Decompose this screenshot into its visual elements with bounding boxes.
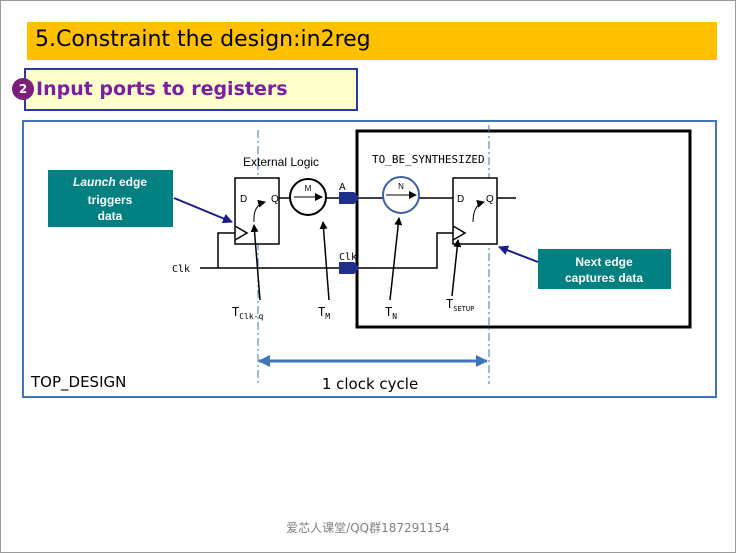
slide-title: 5.Constraint the design:in2reg [35,27,371,52]
t-setup-label: TSETUP [446,297,474,313]
launch-callout-line1: Launch edge [73,175,147,189]
footer-watermark: 爱芯人课堂/QQ群187291154 [286,521,450,535]
internal-ff-d-label: D [457,194,464,205]
top-design-label: TOP_DESIGN [30,373,126,392]
next-edge-callout-pointer [498,245,539,263]
launch-callout-box [48,170,173,227]
input-port-clk [339,262,360,274]
internal-ff-clock-triangle [452,225,467,241]
internal-ff-q-label: Q [486,194,494,205]
t-m-pointer [319,221,330,301]
next-edge-callout-box [538,249,671,289]
external-ff-q-label: Q [271,194,279,205]
wire-clk-to-internal-ff [359,232,453,269]
to-be-synthesized-block [355,129,692,329]
wire-clk-to-external-ff [217,232,235,268]
launch-callout-line3: data [98,209,123,223]
clk-input-label: Clk [172,264,190,275]
t-m-label: TM [318,305,330,321]
top-design-frame [22,120,717,398]
slide-subtitle: Input ports to registers [36,78,288,100]
launch-callout-pointer [173,197,233,224]
external-flip-flop [234,177,280,245]
input-port-a [339,192,360,204]
t-n-pointer [389,217,403,301]
section-number-badge: 2 [12,78,34,100]
t-clkq-pointer [250,224,261,301]
external-ff-clock-triangle [234,225,249,241]
internal-ff-internal-arrow [472,199,485,223]
logic-n-label: N [398,182,404,191]
clock-cycle-label: 1 clock cycle [322,375,418,393]
to-be-synthesized-label: TO_BE_SYNTHESIZED [372,153,485,166]
launch-callout-line2: triggers [88,193,133,207]
t-setup-pointer [451,239,462,297]
port-a-label: A [339,182,346,193]
external-ff-internal-arrow [253,199,266,223]
external-ff-d-label: D [240,194,247,205]
logic-m-label: M [305,184,312,193]
subtitle-box: Input ports to registers [24,68,358,111]
t-n-label: TN [385,305,397,321]
t-clkq-label: TClk-q [232,305,264,321]
title-bar: 5.Constraint the design:in2reg [27,22,717,60]
external-logic-label: External Logic [243,155,319,169]
next-edge-callout-line1: Next edge [575,255,633,269]
port-clk-label: Clk [339,252,357,263]
next-edge-callout-line2: captures data [565,271,643,285]
